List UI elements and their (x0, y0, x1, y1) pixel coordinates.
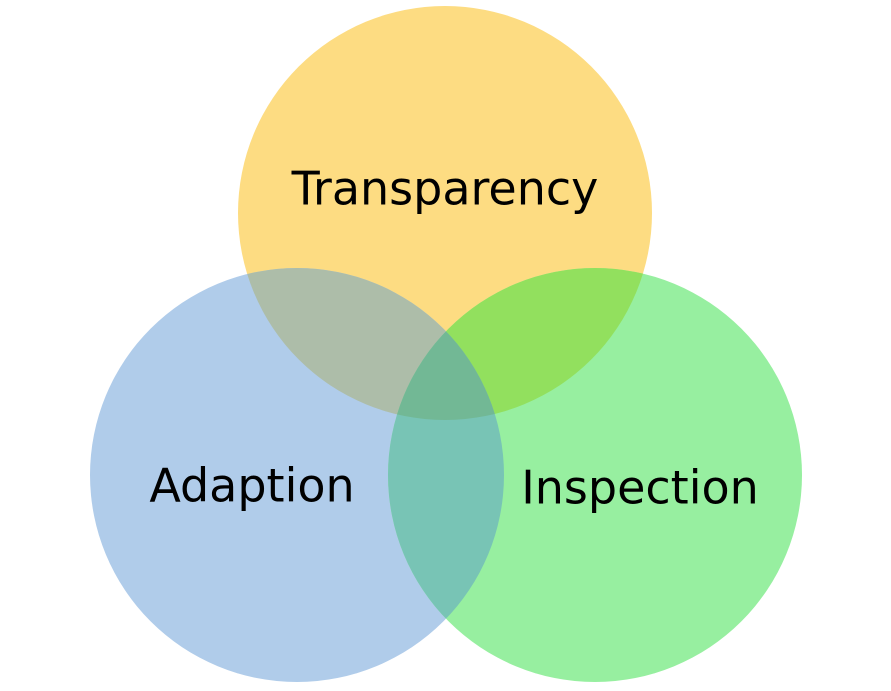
transparency-label: Transparency (291, 162, 599, 216)
overlap-transparency-adaption (238, 268, 504, 420)
adaption-label: Adaption (149, 459, 354, 513)
overlap-transparency-inspection (388, 268, 652, 420)
inspection-label: Inspection (521, 461, 759, 515)
